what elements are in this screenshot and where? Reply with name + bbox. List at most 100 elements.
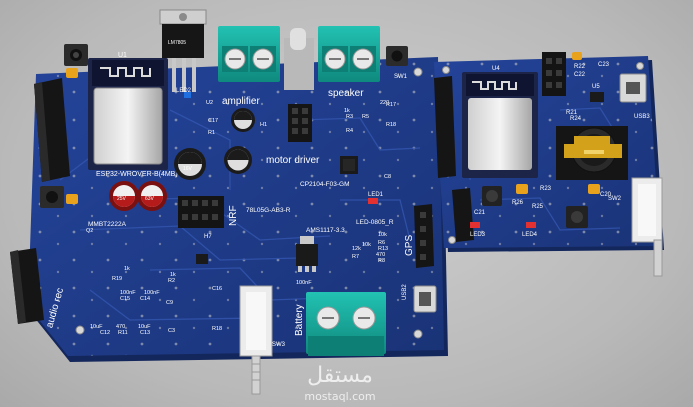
u4-label: U4 [492, 66, 500, 72]
cap-large-1-text: 16V [183, 166, 193, 172]
ref: R4 [346, 128, 353, 134]
main-silkscreen-values: 470 10k 1k 12k 100nF 10uF 1k 10k 470 1k … [90, 100, 389, 330]
value: 10uF [90, 324, 103, 330]
left-header-top [34, 78, 70, 182]
mount-hole-2 [413, 329, 423, 339]
nrf-label: NRF [228, 205, 239, 226]
ref: C9 [166, 300, 173, 306]
ref: R8 [378, 258, 385, 264]
usb2-label: USB2 [402, 284, 408, 300]
small-esp-module [462, 72, 538, 178]
ref: R5 [362, 114, 369, 120]
cap-red-1-text: 25V [117, 196, 127, 202]
ref: C13 [140, 330, 150, 336]
value: 100nF [144, 290, 160, 296]
button-sw1 [386, 46, 408, 66]
usb2-connector [413, 285, 437, 313]
small-header-top [542, 52, 566, 96]
value: 12k [352, 246, 361, 252]
watermark: مستقل mostaql.com [304, 363, 375, 403]
ref: Q2 [86, 228, 93, 234]
esp32-label: ESP32-WROVER-B(4MB) [96, 171, 178, 178]
ref: C17 [208, 118, 218, 124]
led3-label: LED3 [470, 232, 486, 238]
c20-label: C20 [600, 192, 612, 198]
r24-label: R24 [570, 116, 582, 122]
ref: C15 [120, 296, 130, 302]
value: 1k [344, 108, 350, 114]
regulator-text: LM7805 [168, 40, 186, 46]
ref: R2 [168, 278, 175, 284]
ams-label: AMS1117-3.3 [306, 227, 345, 234]
small-header-bottom [452, 188, 474, 242]
u5-label: U5 [592, 84, 600, 90]
ref: R13 [378, 246, 388, 252]
led-blue [184, 92, 191, 98]
c23-label: C23 [598, 62, 610, 68]
ldo-label: 78L05G-AB3-R [246, 207, 291, 214]
motor-driver-label: motor driver [266, 155, 320, 166]
small-led-red [470, 222, 480, 228]
ref: R19 [112, 276, 122, 282]
ref: R7 [352, 254, 359, 260]
watermark-latin: mostaql.com [304, 390, 375, 403]
ref: R11 [118, 330, 128, 336]
sw1-label: SW1 [394, 74, 408, 80]
ref: C3 [168, 328, 175, 334]
ref: R18 [212, 326, 222, 332]
coin-cell-holder [556, 126, 628, 180]
led2-label: LED2 [176, 88, 192, 94]
ref: C12 [100, 330, 110, 336]
sw2-label: SW2 [608, 196, 622, 202]
usb3-label: USB3 [634, 114, 650, 120]
left-header-audio [10, 248, 44, 324]
cap-large-1 [174, 148, 206, 180]
small-mount-hole-3 [448, 236, 456, 244]
motor-driver-header [288, 104, 312, 142]
inductor-1 [482, 186, 502, 206]
cp2104-label: CP2104-F03-GM [300, 181, 350, 188]
value: 10k [362, 242, 371, 248]
voltage-regulator [159, 9, 207, 92]
led1-label: LED1 [368, 192, 384, 198]
led-label: LED-0805_R [356, 219, 394, 226]
speaker-label: speaker [328, 88, 364, 99]
r23-label: R23 [540, 186, 552, 192]
small-tantalum-2 [588, 184, 600, 194]
ref: U2 [206, 100, 213, 106]
ref: R6 [378, 240, 385, 246]
small-mount-hole-1 [442, 66, 450, 74]
r21-label: R21 [566, 110, 578, 116]
c22-label: C22 [574, 72, 586, 78]
watermark-arabic: مستقل [307, 363, 373, 388]
button-left-mid [40, 186, 64, 208]
cp2104-chip [340, 156, 358, 174]
value: 100nF [296, 280, 312, 286]
u1-label: U1 [118, 52, 127, 59]
tantalum-cap-2 [66, 194, 78, 204]
small-slide-switch [631, 177, 663, 277]
ref: C14 [140, 296, 150, 302]
r26-label: R26 [512, 200, 524, 206]
tantalum-cap-1 [66, 68, 78, 78]
ref: H1 [260, 122, 267, 128]
small-led-red-2 [526, 222, 536, 228]
terminal-amplifier [218, 26, 280, 82]
mount-hole-3 [413, 67, 423, 77]
c21-label: C21 [474, 210, 486, 216]
cap-large-2 [224, 146, 252, 174]
r25-label: R25 [532, 204, 544, 210]
value: 10uF [138, 324, 151, 330]
nrf-header [178, 196, 224, 228]
cap-red-2 [137, 181, 167, 211]
led-red [368, 198, 378, 204]
ref: C16 [212, 286, 222, 292]
ref: R3 [346, 114, 353, 120]
mmbt-label: MMBT2222A [88, 221, 127, 228]
value: 470 [116, 324, 125, 330]
inductor-2 [566, 206, 588, 228]
value: 470 [376, 252, 385, 258]
h7-label: H7 [204, 234, 212, 240]
